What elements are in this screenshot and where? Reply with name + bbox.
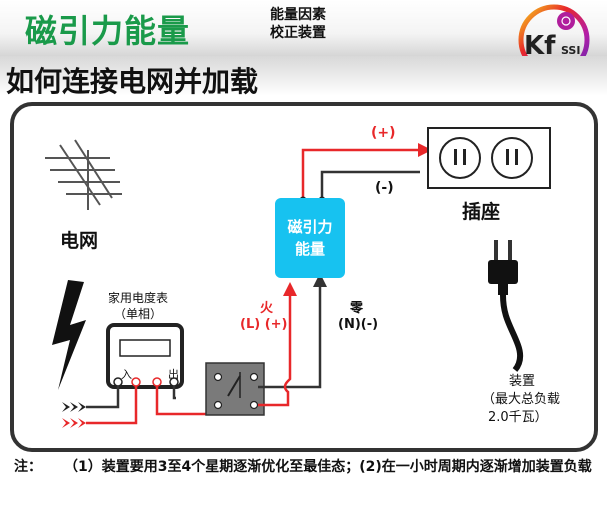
neutral-meter-out-wire xyxy=(172,386,176,400)
input-arrows-icon xyxy=(62,402,86,412)
live-to-socket-wire xyxy=(301,148,420,200)
brand-subtitle-line1: 能量因素 xyxy=(270,7,326,23)
socket-outlet-2 xyxy=(491,137,533,179)
live-socket-arrow-icon xyxy=(418,143,432,157)
live-arrow-icon xyxy=(283,282,297,296)
neutral-label-line1: 零 xyxy=(350,301,364,316)
header-bar xyxy=(0,0,607,56)
power-tower-icon xyxy=(45,139,122,210)
page-title: 如何连接电网并加载 xyxy=(6,65,259,98)
load-label-line3: 2.0千瓦） xyxy=(488,410,548,425)
meter-terminal-1 xyxy=(113,377,123,387)
footnote-prefix: 注： xyxy=(14,459,42,475)
neutral-arrow-icon xyxy=(313,273,327,287)
neutral-to-socket-wire xyxy=(320,170,420,200)
meter-out-label: 出 xyxy=(168,367,179,381)
device-label-line1: 磁引力 xyxy=(287,218,333,236)
meter-label-line2: （单相） xyxy=(114,307,163,321)
footnote-text: （1）装置要用3至4个星期逐渐优化至最佳态；(2)在一小时周期内逐渐增加装置负载 xyxy=(64,459,592,475)
live-in-wire xyxy=(86,386,138,425)
live-label-line1: 火 xyxy=(260,301,274,316)
live-meter-out-wire xyxy=(155,386,214,416)
neutral-to-device-wire xyxy=(258,285,322,389)
live-to-device-wire xyxy=(258,294,292,407)
grid-label: 电网 xyxy=(60,230,99,252)
meter-terminal-3 xyxy=(152,377,162,387)
meter-in-label: 入 xyxy=(121,368,132,381)
magnetic-energy-device: 磁引力 能量 xyxy=(275,198,345,278)
meter-terminal-2 xyxy=(131,377,141,387)
brand-subtitle: 能量因素 校正装置 xyxy=(238,6,358,42)
load-label-line2: （最大总负载 xyxy=(482,392,561,407)
device-label-line2: 能量 xyxy=(294,240,325,258)
brand-title: 磁引力能量 xyxy=(25,12,191,50)
socket-plus-label: (+) xyxy=(371,125,396,141)
socket-minus-label: (-) xyxy=(375,180,394,196)
meter-label-line1: 家用电度表 xyxy=(108,291,169,305)
plug-icon xyxy=(488,240,524,372)
input-arrows-red-icon xyxy=(62,418,86,428)
socket-outlet-1 xyxy=(439,137,481,179)
neutral-label-line2: (N)(-) xyxy=(338,317,379,332)
neutral-in-wire xyxy=(86,386,120,409)
brand-subtitle-line2: 校正装置 xyxy=(270,25,326,41)
lightning-bolt-icon xyxy=(52,280,86,390)
live-label-line2: (L) (+) xyxy=(240,317,288,332)
title-band xyxy=(0,56,607,96)
socket-label: 插座 xyxy=(462,201,501,223)
footnote: 注： （1）装置要用3至4个星期逐渐优化至最佳态；(2)在一小时周期内逐渐增加装置… xyxy=(14,456,599,478)
load-label-line1: 装置 xyxy=(509,374,536,389)
logo-ssi-text: SSI xyxy=(561,44,580,57)
meter-display xyxy=(119,339,171,357)
meter-terminal-4 xyxy=(169,377,179,387)
